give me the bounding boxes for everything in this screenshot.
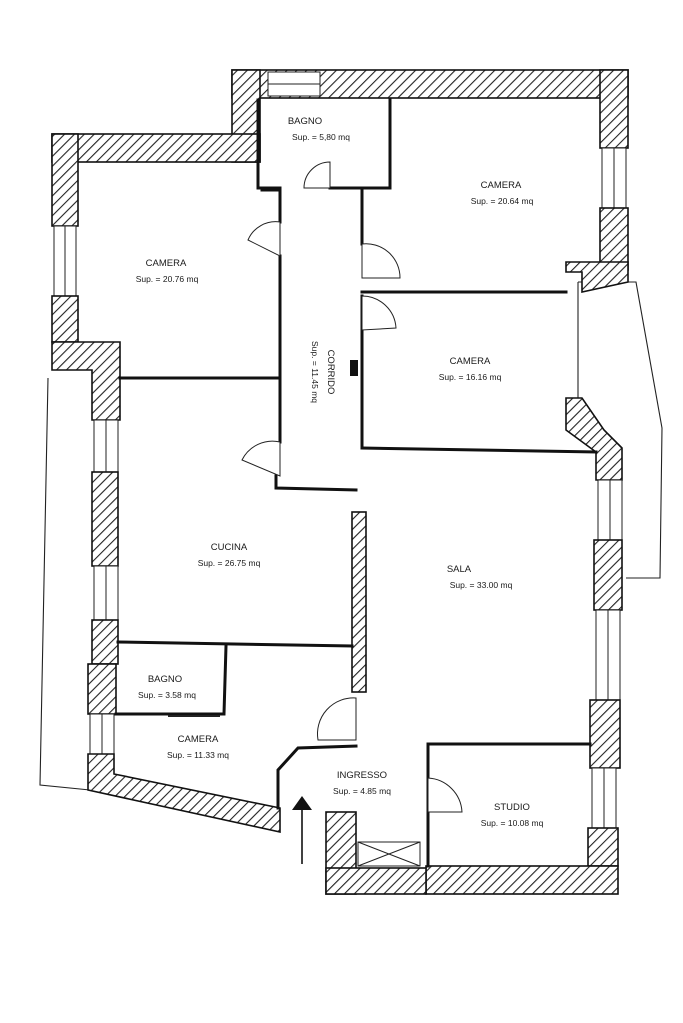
interior-walls [114,98,598,868]
room-label-camera3: CAMERA Sup. = 16.16 mq [439,356,502,382]
room-name: BAGNO [288,116,322,127]
room-area: Sup. = 11.33 mq [167,750,229,760]
room-name: CAMERA [450,356,491,367]
room-name: CAMERA [146,258,187,269]
room-name: CAMERA [178,734,219,745]
room-label-bagno1: BAGNO Sup. = 5,80 mq [288,116,350,142]
room-name: BAGNO [148,674,182,685]
room-name: CORRIDO [325,350,336,395]
room-area: Sup. = 16.16 mq [439,372,502,382]
room-area: Sup. = 26.75 mq [198,558,261,568]
room-name: STUDIO [494,802,530,813]
room-label-camera4: CAMERA Sup. = 11.33 mq [167,734,229,760]
room-area: Sup. = 5,80 mq [292,132,350,142]
room-area: Sup. = 20.64 mq [471,196,534,206]
terrace-left [39,377,91,791]
room-area: Sup. = 4.85 mq [333,786,391,796]
room-area: Sup. = 11.45 mq [310,341,320,403]
room-label-cucina: CUCINA Sup. = 26.75 mq [198,542,261,568]
entrance-mat [357,841,421,867]
room-area: Sup. = 33.00 mq [450,580,513,590]
room-area: Sup. = 3.58 mq [138,690,196,700]
room-label-sala: SALA Sup. = 33.00 mq [447,564,513,590]
room-name: CUCINA [211,542,248,553]
room-label-corridoio: CORRIDO Sup. = 11.45 mq [310,341,336,403]
room-name: INGRESSO [337,770,387,781]
room-area: Sup. = 10.08 mq [481,818,544,828]
room-label-camera2: CAMERA Sup. = 20.76 mq [136,258,199,284]
room-label-bagno2: BAGNO Sup. = 3.58 mq [138,674,196,700]
room-name: SALA [447,564,472,575]
room-label-camera1: CAMERA Sup. = 20.64 mq [471,180,534,206]
exterior-walls [51,69,629,895]
room-area: Sup. = 20.76 mq [136,274,199,284]
room-name: CAMERA [481,180,522,191]
room-label-studio: STUDIO Sup. = 10.08 mq [481,802,544,828]
entrance-arrow-icon [292,796,312,864]
room-label-ingresso: INGRESSO Sup. = 4.85 mq [333,770,391,796]
doors [168,161,463,813]
